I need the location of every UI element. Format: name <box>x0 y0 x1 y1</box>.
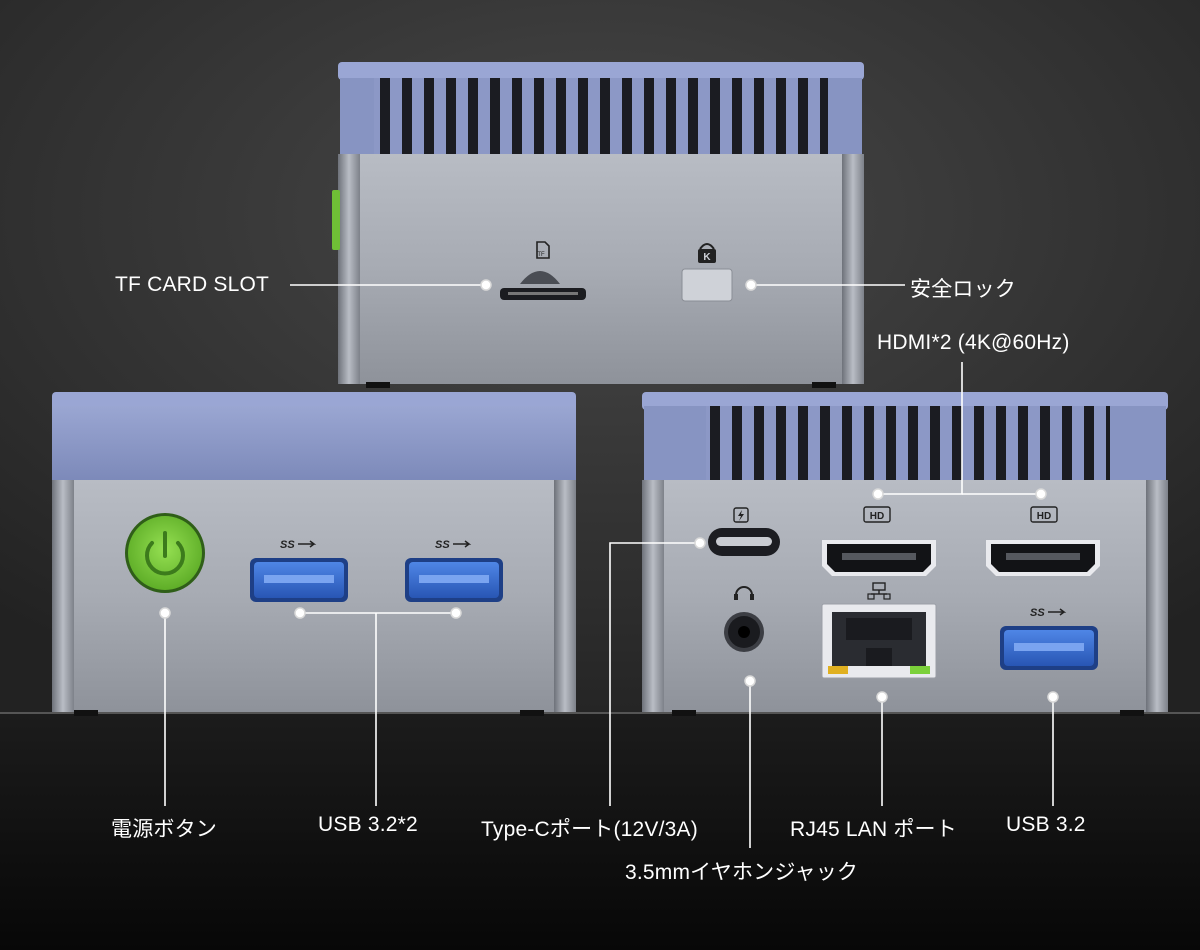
left-device: SS SS <box>52 392 576 712</box>
network-icon <box>867 582 891 600</box>
power-icon <box>145 531 185 576</box>
ss-usb-logo-3: SS <box>1030 607 1045 619</box>
label-rj45-lan-port: RJ45 LAN ポート <box>790 818 957 841</box>
ss-usb-logo-1: SS <box>280 539 295 551</box>
lightning-icon <box>733 507 749 523</box>
label-audio-jack: 3.5mmイヤホンジャック <box>625 861 859 884</box>
right-device: HD HD SS <box>642 392 1168 716</box>
label-tf-card-slot: TF CARD SLOT <box>115 273 270 296</box>
label-type-c-port: Type-Cポート(12V/3A) <box>481 818 698 841</box>
sd-card-icon: TF <box>536 241 550 259</box>
usb-port-1 <box>250 558 348 602</box>
label-usb-3-2-x2: USB 3.2*2 <box>318 813 418 836</box>
ss-usb-logo-2: SS <box>435 539 450 551</box>
label-usb-3-2: USB 3.2 <box>1006 813 1086 836</box>
svg-text:TF: TF <box>537 252 545 258</box>
hdmi-port-1 <box>822 540 936 576</box>
top-device: TF K <box>332 62 864 388</box>
label-hdmi: HDMI*2 (4K@60Hz) <box>877 331 1070 354</box>
label-security-lock: 安全ロック <box>910 278 1016 301</box>
headphone-icon <box>734 586 754 600</box>
callout-dots <box>159 279 1059 703</box>
kensington-lock-icon: K <box>698 243 716 263</box>
usb-port-rear <box>1000 626 1098 670</box>
hd-logo-2: HD <box>1037 511 1051 522</box>
label-power-button: 電源ボタン <box>111 818 217 841</box>
rear-vent <box>644 406 1166 484</box>
svg-text:K: K <box>703 252 711 263</box>
hd-logo-1: HD <box>870 511 884 522</box>
rj45-port <box>821 603 937 679</box>
floor <box>0 712 1200 950</box>
hdmi-port-2 <box>986 540 1100 576</box>
top-vent <box>340 78 862 156</box>
tf-card-slot <box>500 271 586 300</box>
type-c-port <box>708 528 780 556</box>
usb-port-2 <box>405 558 503 602</box>
audio-jack <box>724 612 764 652</box>
callout-lines <box>164 284 1054 848</box>
security-lock-slot <box>681 268 733 302</box>
